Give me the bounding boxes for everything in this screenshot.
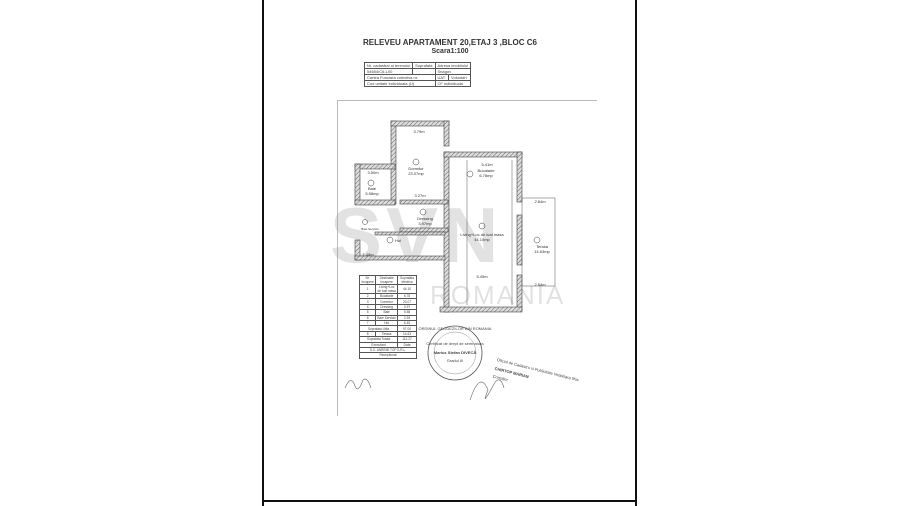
dim-dormitor-width: 3.79m bbox=[413, 129, 425, 134]
room-label-living: Living+Loc de luat masa bbox=[460, 232, 504, 237]
cf-label: CF individuala bbox=[434, 80, 471, 87]
room-label-bucatarie: Bucatarie bbox=[478, 168, 496, 173]
room-area-bucatarie: 6.78mp bbox=[479, 173, 493, 178]
room-label-hol: Hol bbox=[395, 238, 401, 243]
surveyor-stamp: Certificat de drept de semnatura Marius … bbox=[419, 325, 492, 381]
stamp-name: Marius Stefan DIVECĂ bbox=[434, 350, 477, 355]
dim-living-width: 5.49m bbox=[476, 274, 488, 279]
dim-bucatarie-width: 5.41m bbox=[481, 162, 493, 167]
signatures bbox=[344, 378, 505, 401]
room-label-terasa: Terasa bbox=[536, 244, 549, 249]
area-table: Nr. Incapere Destinatie incapere Suprafa… bbox=[358, 275, 417, 359]
oficiu-role: Consilier bbox=[492, 374, 509, 383]
dim-hol-width: 1.48m bbox=[362, 252, 374, 257]
dim-terasa-bottom: 2.84m bbox=[534, 282, 546, 287]
room-area-terasa: 14.63mp bbox=[534, 249, 550, 254]
dim-baie-width: 3.50m bbox=[367, 170, 379, 175]
walls bbox=[354, 120, 523, 313]
dim-terasa-top: 2.84m bbox=[534, 199, 546, 204]
document-scale: Scara1:100 bbox=[431, 48, 469, 55]
room-label-baie: Baie bbox=[368, 186, 377, 191]
room-label-baie-serviciu: Baie Serviciu bbox=[361, 227, 379, 231]
plan-frame-left bbox=[337, 100, 338, 416]
terrace-outline bbox=[466, 160, 556, 305]
watermark-subtitle: ROMANIA bbox=[430, 280, 566, 310]
room-area-dressing: 3.97mp bbox=[418, 221, 432, 226]
room-label-dressing: Dressing bbox=[417, 216, 433, 221]
col-header-suprafata: Suprafata efectiva bbox=[397, 275, 417, 285]
dim-dressing-width: 3.27m bbox=[414, 193, 426, 198]
document-title: RELEVEU APARTAMENT 20,ETAJ 3 ,BLOC C6 bbox=[363, 38, 537, 47]
room-area-baie: 5.58mp bbox=[365, 191, 379, 196]
oficiu-stamp: Oficiul de Cadastru si Publicitate Imobi… bbox=[492, 357, 579, 383]
room-area-living: 44.10mp bbox=[474, 237, 490, 242]
col-header-nr: Nr. Incapere bbox=[358, 275, 377, 285]
stamp-grade: Gradul III bbox=[447, 358, 463, 363]
page-bottom-edge bbox=[262, 500, 637, 502]
plan-frame-top bbox=[337, 100, 597, 101]
stamp-ring-text: ORDINUL GEODEZILOR DIN ROMANIA bbox=[419, 326, 492, 331]
room-label-dormitor: Dormitor bbox=[408, 166, 424, 171]
col-header-destinatie: Destinatie incapere bbox=[375, 275, 399, 285]
header-table: Nr. cadastral al terenului Suprafata Adr… bbox=[363, 62, 471, 87]
room-area-dormitor: 23.07mp bbox=[408, 171, 424, 176]
receptionat-label: Receptionat bbox=[359, 352, 417, 359]
stamp-certificat: Certificat de drept de semnatura bbox=[426, 341, 484, 346]
